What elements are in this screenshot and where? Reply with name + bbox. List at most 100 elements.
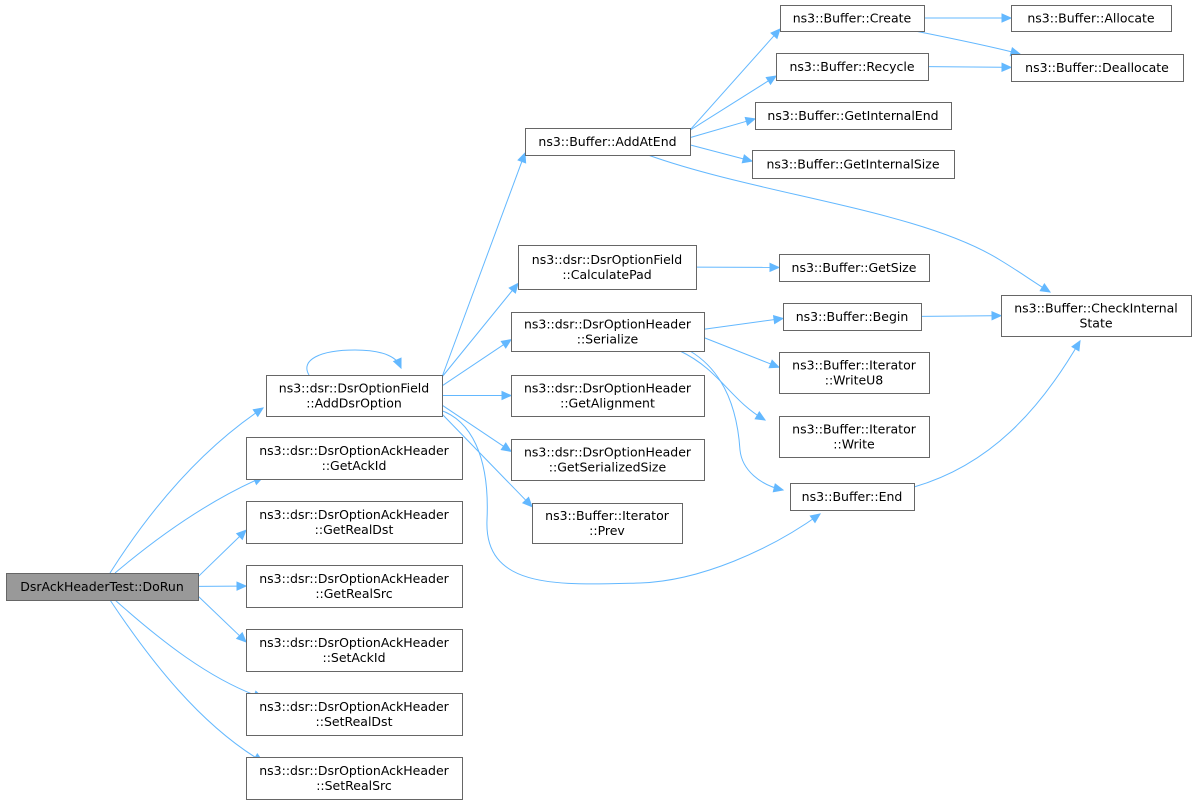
edge-end-to-checkinternalstate-arrowhead bbox=[1071, 339, 1081, 352]
node-label: ns3::Buffer::Iterator bbox=[545, 508, 670, 523]
edge-dorun-to-setackid-arrowhead bbox=[235, 631, 247, 643]
edge-dorun-to-setrealdst bbox=[114, 599, 264, 699]
node-label: ::SetRealSrc bbox=[316, 778, 392, 793]
node-label: ::WriteU8 bbox=[825, 373, 884, 388]
node-label: ::SetRealDst bbox=[316, 714, 393, 729]
node-recycle[interactable]: ns3::Buffer::Recycle bbox=[776, 53, 929, 81]
node-label: ::GetAlignment bbox=[560, 396, 655, 411]
edge-dorun-to-setrealsrc bbox=[109, 599, 264, 763]
node-box bbox=[1011, 5, 1172, 32]
edge-adddsroption-to-prev bbox=[441, 413, 527, 501]
node-getsize[interactable]: ns3::Buffer::GetSize bbox=[779, 254, 930, 282]
node-label: ns3::Buffer::Deallocate bbox=[1025, 60, 1169, 75]
node-box bbox=[779, 416, 930, 458]
edge-begin-to-checkinternalstate-arrowhead bbox=[991, 310, 1003, 321]
node-getserializedsize[interactable]: ns3::dsr::DsrOptionHeader::GetSerialized… bbox=[511, 439, 705, 481]
edge-adddsroption-to-end bbox=[439, 409, 821, 585]
edge-adddsroption-to-addatend-arrowhead bbox=[517, 151, 527, 164]
node-label: ::GetAckId bbox=[322, 458, 387, 473]
node-box bbox=[511, 375, 705, 417]
edge-dorun-to-getrealdst bbox=[197, 536, 240, 578]
edge-serialize-to-end bbox=[689, 350, 784, 491]
edge-adddsroption-to-serialize-arrowhead bbox=[500, 338, 513, 349]
edge-addatend-to-getinternalsize-arrowhead bbox=[741, 154, 754, 164]
node-writeu8[interactable]: ns3::Buffer::Iterator::WriteU8 bbox=[779, 352, 930, 394]
edge-dorun-to-adddsroption bbox=[109, 407, 264, 574]
node-setackid[interactable]: ns3::dsr::DsrOptionAckHeader::SetAckId bbox=[246, 629, 463, 672]
node-label: ::GetSerializedSize bbox=[549, 460, 667, 475]
edge-serialize-to-begin bbox=[703, 319, 775, 330]
node-write[interactable]: ns3::Buffer::Iterator::Write bbox=[779, 416, 930, 458]
node-label: ::AddDsrOption bbox=[306, 396, 402, 411]
node-deallocate[interactable]: ns3::Buffer::Deallocate bbox=[1011, 54, 1184, 82]
node-addatend[interactable]: ns3::Buffer::AddAtEnd bbox=[525, 128, 691, 156]
node-create[interactable]: ns3::Buffer::Create bbox=[780, 5, 925, 32]
node-label: ns3::dsr::DsrOptionField bbox=[532, 252, 682, 267]
node-getrealsrc[interactable]: ns3::dsr::DsrOptionAckHeader::GetRealSrc bbox=[246, 565, 463, 608]
node-box bbox=[779, 352, 930, 394]
node-box bbox=[511, 312, 705, 352]
edge-addatend-to-checkinternalstate bbox=[647, 154, 1051, 293]
node-getinternalend[interactable]: ns3::Buffer::GetInternalEnd bbox=[755, 102, 952, 130]
node-prev[interactable]: ns3::Buffer::Iterator::Prev bbox=[532, 503, 683, 544]
node-box bbox=[6, 573, 199, 601]
node-box bbox=[752, 150, 955, 179]
edge-adddsroption-to-end-arrowhead bbox=[809, 513, 822, 524]
node-setrealdst[interactable]: ns3::dsr::DsrOptionAckHeader::SetRealDst bbox=[246, 693, 463, 736]
edge-dorun-to-getackid bbox=[114, 476, 264, 574]
node-getinternalsize[interactable]: ns3::Buffer::GetInternalSize bbox=[752, 150, 955, 179]
node-label: ns3::Buffer::GetInternalSize bbox=[766, 157, 939, 172]
node-adddsroption[interactable]: ns3::dsr::DsrOptionField::AddDsrOption bbox=[266, 375, 443, 417]
node-box bbox=[266, 375, 443, 417]
node-label: ns3::Buffer::Begin bbox=[796, 309, 909, 324]
nodes-layer: DsrAckHeaderTest::DoRunns3::dsr::DsrOpti… bbox=[6, 5, 1192, 800]
node-calculatepad[interactable]: ns3::dsr::DsrOptionField::CalculatePad bbox=[518, 245, 697, 290]
node-label: ns3::Buffer::Recycle bbox=[789, 59, 914, 74]
node-label: ::Write bbox=[833, 437, 875, 452]
node-label: ns3::dsr::DsrOptionAckHeader bbox=[259, 763, 449, 778]
node-getackid[interactable]: ns3::dsr::DsrOptionAckHeader::GetAckId bbox=[246, 437, 463, 480]
node-label: ns3::Buffer::GetSize bbox=[792, 260, 917, 275]
edge-serialize-to-begin-arrowhead bbox=[772, 314, 785, 325]
edge-addatend-to-recycle-arrowhead bbox=[765, 75, 778, 86]
edge-end-to-checkinternalstate bbox=[913, 340, 1081, 488]
edge-create-to-deallocate bbox=[914, 30, 1021, 55]
node-label: ns3::dsr::DsrOptionAckHeader bbox=[259, 443, 449, 458]
node-serialize[interactable]: ns3::dsr::DsrOptionHeader::Serialize bbox=[511, 312, 705, 352]
edge-serialize-to-writeu8-arrowhead bbox=[768, 359, 781, 369]
node-dorun[interactable]: DsrAckHeaderTest::DoRun bbox=[6, 573, 199, 601]
node-setrealsrc[interactable]: ns3::dsr::DsrOptionAckHeader::SetRealSrc bbox=[246, 757, 463, 800]
node-box bbox=[246, 693, 463, 736]
node-box bbox=[790, 483, 915, 511]
edge-recycle-to-deallocate bbox=[927, 66, 1003, 68]
edge-addatend-to-checkinternalstate-arrowhead bbox=[1039, 282, 1052, 293]
edge-dorun-to-adddsroption-arrowhead bbox=[252, 407, 265, 418]
node-label: ns3::Buffer::Iterator bbox=[792, 358, 917, 373]
node-label: ns3::Buffer::Allocate bbox=[1027, 11, 1155, 26]
edge-adddsroption-to-adddsroption bbox=[306, 349, 402, 376]
edge-begin-to-checkinternalstate bbox=[920, 315, 993, 317]
node-label: ::SetAckId bbox=[322, 650, 385, 665]
node-box bbox=[1001, 295, 1192, 337]
edge-dorun-to-setackid bbox=[197, 595, 240, 637]
node-getrealdst[interactable]: ns3::dsr::DsrOptionAckHeader::GetRealDst bbox=[246, 501, 463, 544]
node-label: ns3::dsr::DsrOptionHeader bbox=[524, 445, 692, 460]
node-end[interactable]: ns3::Buffer::End bbox=[790, 483, 915, 511]
node-allocate[interactable]: ns3::Buffer::Allocate bbox=[1011, 5, 1172, 32]
node-label: ns3::Buffer::GetInternalEnd bbox=[767, 108, 938, 123]
edge-adddsroption-to-calculatepad bbox=[441, 290, 513, 378]
node-getalignment[interactable]: ns3::dsr::DsrOptionHeader::GetAlignment bbox=[511, 375, 705, 417]
node-label: ::GetRealSrc bbox=[315, 586, 392, 601]
node-label: ns3::Buffer::AddAtEnd bbox=[538, 134, 676, 149]
edge-addatend-to-getinternalsize bbox=[689, 144, 744, 160]
node-label: ::Prev bbox=[589, 523, 625, 538]
node-label: State bbox=[1079, 316, 1112, 331]
edge-dorun-to-getrealsrc-arrowhead bbox=[236, 581, 248, 591]
node-box bbox=[755, 102, 952, 130]
node-label: ::Serialize bbox=[577, 332, 639, 347]
edge-adddsroption-to-adddsroption-arrowhead bbox=[392, 357, 402, 370]
node-box bbox=[525, 128, 691, 156]
node-begin[interactable]: ns3::Buffer::Begin bbox=[783, 303, 922, 331]
edge-serialize-to-writeu8 bbox=[703, 337, 771, 365]
